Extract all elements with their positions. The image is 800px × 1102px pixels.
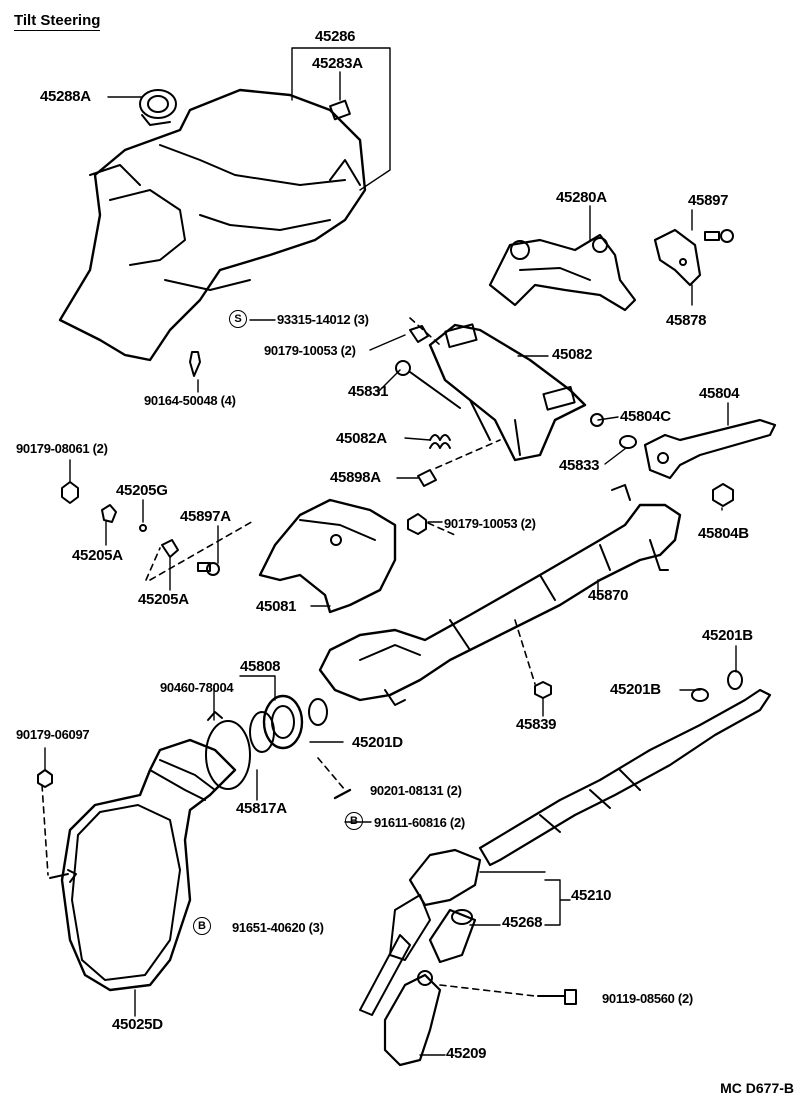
part-label: 45081 bbox=[256, 598, 297, 615]
bolt-marker-b: B bbox=[193, 917, 211, 935]
nut-upper bbox=[409, 325, 429, 343]
part-label: 90164-50048 (4) bbox=[144, 393, 236, 408]
nut-boot bbox=[37, 769, 53, 788]
drawing-code: MC D677-B bbox=[720, 1080, 794, 1096]
part-label: 93315-14012 (3) bbox=[277, 312, 369, 327]
spacer-45833 bbox=[619, 435, 637, 449]
part-label: 90179-10053 (2) bbox=[444, 516, 536, 531]
part-label: 45897A bbox=[180, 508, 231, 525]
tilt-lever bbox=[643, 418, 777, 480]
leader-lines bbox=[44, 47, 737, 1056]
washer-45804c bbox=[590, 413, 604, 427]
cover-clip bbox=[139, 89, 177, 126]
bearing-45808 bbox=[249, 694, 328, 753]
part-label: 45280A bbox=[556, 189, 607, 206]
part-label: 90201-08131 (2) bbox=[370, 783, 462, 798]
part-label: 90460-78004 bbox=[160, 680, 234, 695]
bolt-45897a bbox=[197, 562, 220, 576]
part-label: 90179-08061 (2) bbox=[16, 441, 108, 456]
part-label: 45205A bbox=[138, 591, 189, 608]
part-label: 45804 bbox=[699, 385, 740, 402]
bracket-45081 bbox=[258, 498, 397, 614]
part-label: 45205A bbox=[72, 547, 123, 564]
yoke-45209 bbox=[383, 970, 442, 1067]
nut-45839 bbox=[534, 681, 552, 699]
damper-45268 bbox=[428, 908, 477, 964]
part-label: 45201D bbox=[352, 734, 403, 751]
steering-shaft bbox=[478, 670, 772, 867]
part-label: 90179-06097 bbox=[16, 727, 90, 742]
part-label: 45804C bbox=[620, 408, 671, 425]
bolt-marker-s: S bbox=[229, 310, 247, 328]
clamp-90460 bbox=[205, 711, 251, 790]
lever-45878 bbox=[653, 228, 702, 287]
part-label: 91611-60816 (2) bbox=[374, 815, 465, 830]
part-label: 45839 bbox=[516, 716, 557, 733]
clip-45205a bbox=[101, 504, 117, 523]
part-label: 45082 bbox=[552, 346, 593, 363]
clip-45205a-2 bbox=[161, 539, 179, 558]
part-label: 45878 bbox=[666, 312, 707, 329]
column-boot bbox=[60, 738, 237, 992]
pin-45205g bbox=[139, 524, 147, 532]
part-label: 45897 bbox=[688, 192, 729, 209]
bracket-45280a bbox=[488, 233, 637, 312]
nut-45804b bbox=[712, 483, 734, 507]
part-label: 45833 bbox=[559, 457, 600, 474]
bolt-45831 bbox=[395, 360, 461, 409]
bolt-45898a bbox=[417, 469, 437, 487]
bolt-marker-b: B bbox=[345, 812, 363, 830]
universal-joint bbox=[359, 848, 482, 1016]
part-label: 45898A bbox=[330, 469, 381, 486]
part-label: 45082A bbox=[336, 430, 387, 447]
part-label: 45288A bbox=[40, 88, 91, 105]
part-label: 45268 bbox=[502, 914, 543, 931]
part-label: 45205G bbox=[116, 482, 168, 499]
part-label: 45831 bbox=[348, 383, 389, 400]
part-label: 90179-10053 (2) bbox=[264, 343, 356, 358]
part-label: 45817A bbox=[236, 800, 287, 817]
bolt-boot bbox=[49, 869, 77, 883]
upper-column-cover bbox=[58, 88, 367, 362]
part-label: 90119-08560 (2) bbox=[602, 991, 693, 1006]
part-label: 45210 bbox=[571, 887, 612, 904]
bolt-90119 bbox=[537, 989, 577, 1005]
bracket-45082 bbox=[428, 323, 587, 462]
part-label: 45286 bbox=[315, 28, 356, 45]
part-label: 45808 bbox=[240, 658, 281, 675]
screw-90164 bbox=[189, 351, 201, 377]
steering-column-tube bbox=[318, 484, 682, 706]
part-label: 45201B bbox=[610, 681, 661, 698]
part-label: 45025D bbox=[112, 1016, 163, 1033]
part-label: 45804B bbox=[698, 525, 749, 542]
part-label: 91651-40620 (3) bbox=[232, 920, 324, 935]
diagram-title: Tilt Steering bbox=[14, 12, 101, 31]
part-label: 45201B bbox=[702, 627, 753, 644]
part-label: 45283A bbox=[312, 55, 363, 72]
nut-left bbox=[61, 481, 79, 504]
spring-45082a bbox=[429, 434, 451, 449]
bolt-45897 bbox=[704, 229, 734, 243]
nut-lower bbox=[407, 513, 427, 535]
part-label: 45870 bbox=[588, 587, 629, 604]
part-label: 45209 bbox=[446, 1045, 487, 1062]
